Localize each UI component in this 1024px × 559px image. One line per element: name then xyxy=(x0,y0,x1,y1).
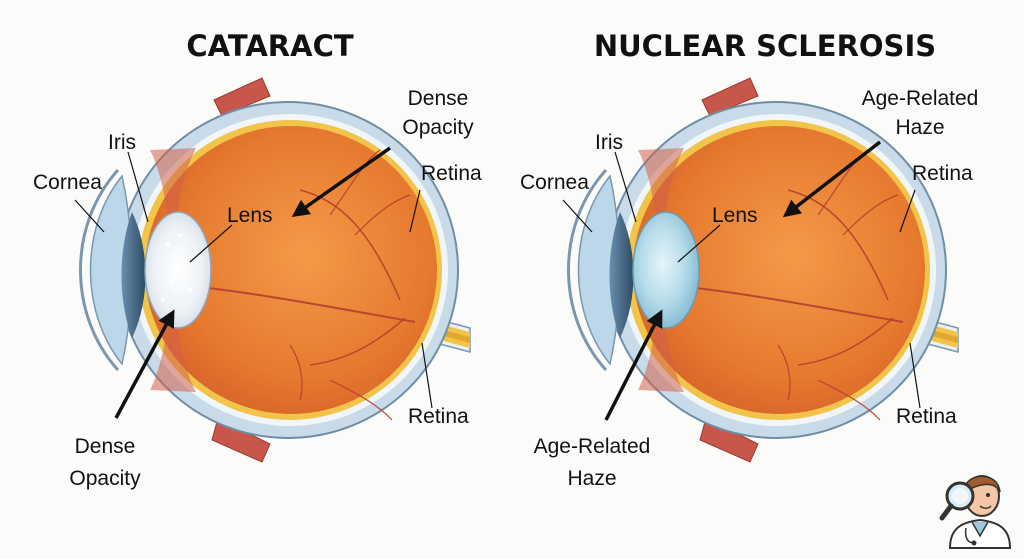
label-retina-top: Retina xyxy=(421,162,482,185)
doctor-with-magnifier-icon xyxy=(939,475,1012,549)
panel-title-nuclear-sclerosis: NUCLEAR SCLEROSIS xyxy=(594,29,936,63)
label-retina-top: Retina xyxy=(912,162,973,185)
label-iris: Iris xyxy=(108,131,136,154)
label-lens: Lens xyxy=(227,204,273,227)
leader-lines-cataract xyxy=(74,146,433,419)
opacity-speckles xyxy=(161,233,192,302)
eye-nuclear-sclerosis xyxy=(567,76,960,464)
label-dense-opacity-bottom-line2: Opacity xyxy=(69,467,141,490)
label-retina-bottom: Retina xyxy=(408,405,469,428)
labels-nuclear-sclerosis: Iris Cornea Lens Age-Related Haze Retina… xyxy=(520,87,978,490)
label-retina-bottom: Retina xyxy=(896,405,957,428)
label-age-related-haze-bottom-line1: Age-Related xyxy=(534,435,651,458)
lens-age-related-haze xyxy=(632,211,700,329)
panel-title-cataract: CATARACT xyxy=(186,29,354,63)
label-age-related-haze-bottom-line2: Haze xyxy=(567,467,616,490)
label-lens: Lens xyxy=(712,204,758,227)
label-age-related-haze-top-line2: Haze xyxy=(895,116,944,139)
label-dense-opacity-top-line1: Dense xyxy=(408,87,469,110)
lens-dense-opacity xyxy=(144,211,212,329)
label-cornea: Cornea xyxy=(520,171,589,194)
label-cornea: Cornea xyxy=(33,171,102,194)
labels-cataract: Iris Cornea Lens Dense Opacity Retina Re… xyxy=(33,87,482,490)
leader-lines-nuclear-sclerosis xyxy=(562,140,921,421)
eye-cataract xyxy=(79,76,472,464)
label-age-related-haze-top-line1: Age-Related xyxy=(862,87,979,110)
label-iris: Iris xyxy=(595,131,623,154)
label-dense-opacity-bottom-line1: Dense xyxy=(75,435,136,458)
label-dense-opacity-top-line2: Opacity xyxy=(402,116,474,139)
